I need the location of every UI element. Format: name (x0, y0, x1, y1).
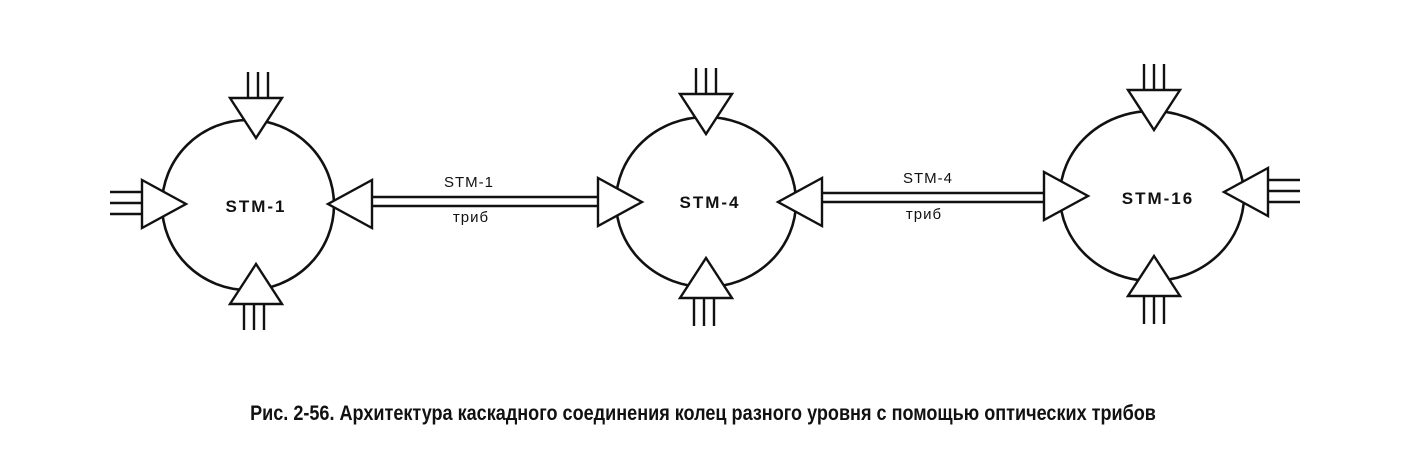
figure-caption: Рис. 2-56. Архитектура каскадного соедин… (250, 402, 1156, 425)
ring-stm16-bottom-tributary (1125, 253, 1183, 324)
ring-stm4-left-arrow (596, 175, 645, 229)
ring-stm1-bottom-arrow (227, 261, 285, 306)
ring-stm1-left-tributary (110, 177, 189, 231)
ring-stm1-bottom-tributary (227, 261, 285, 330)
ring-stm16-top-arrow (1125, 88, 1183, 133)
ring-stm16-right-tributary (1221, 165, 1300, 219)
ring-stm4-top-tributary (677, 68, 735, 137)
link-stm1-stm4-bottom-label: триб (453, 209, 489, 226)
ring-stm1-right-arrow (325, 177, 374, 231)
ring-stm16-label: STM-16 (1122, 189, 1194, 208)
ring-stm16-right-arrow (1221, 165, 1270, 219)
link-stm4-stm16-top-label: STM-4 (903, 170, 953, 187)
link-stm4-stm16: STM-4 триб (822, 170, 1044, 223)
ring-stm4-bottom-tributary (677, 255, 735, 326)
ring-stm16-left-arrow (1042, 169, 1091, 223)
ring-stm1-left-arrow (140, 177, 189, 231)
ring-stm16-bottom-arrow (1125, 253, 1183, 298)
ring-stm4-right-arrow (775, 175, 824, 229)
ring-stm16-top-tributary (1125, 64, 1183, 133)
ring-stm4-label: STM-4 (680, 193, 741, 212)
ring-stm4-bottom-arrow (677, 255, 735, 300)
ring-stm4: STM-4 (596, 68, 824, 326)
ring-stm1-top-tributary (227, 72, 285, 141)
ring-stm1: STM-1 (110, 72, 374, 330)
link-stm4-stm16-bottom-label: триб (906, 206, 942, 223)
ring-stm4-top-arrow (677, 92, 735, 137)
link-stm1-stm4: STM-1 триб (372, 174, 598, 226)
ring-stm1-top-arrow (227, 96, 285, 141)
ring-stm1-label: STM-1 (226, 197, 287, 216)
ring-stm16: STM-16 (1042, 64, 1300, 324)
link-stm1-stm4-top-label: STM-1 (444, 174, 494, 191)
